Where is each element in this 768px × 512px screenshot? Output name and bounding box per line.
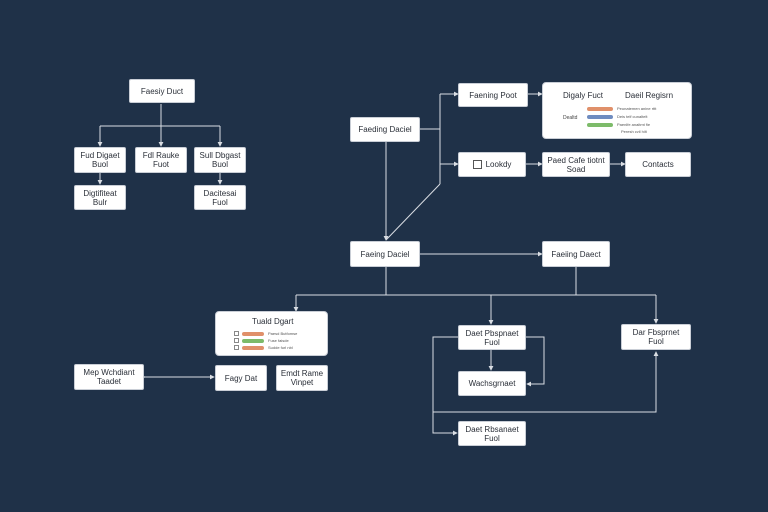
orange-bar	[587, 106, 613, 111]
checkbox-icon	[234, 331, 239, 336]
panel-row-label: Dealtd	[563, 115, 578, 121]
node-label: Emdt Rame	[280, 369, 324, 378]
panel-title-left: Digaly Fuct	[563, 91, 604, 100]
node-label: Fud Digaet	[80, 151, 120, 160]
node-sublabel: Fuol	[484, 433, 500, 443]
node-label: Faening Poot	[469, 90, 517, 100]
folder-icon	[472, 160, 482, 169]
node-bottom-mid-right[interactable]: Emdt Rame Vinpet	[276, 365, 328, 391]
orange-bar	[242, 331, 264, 336]
checkbox-icon	[234, 345, 239, 350]
node-center-left[interactable]: Faeing Daciel	[350, 241, 420, 267]
node-contacts[interactable]: Contacts	[625, 152, 691, 177]
node-sublabel: Fuol	[648, 337, 664, 346]
node-label: Daet Rbsanaet	[465, 424, 519, 434]
node-sublabel: Soad	[566, 164, 586, 174]
node-label: Mep Wchdiant	[83, 368, 135, 377]
row-text: Peunatemen anine rttt	[617, 106, 657, 111]
panel-row: Peresh cvil hilt	[617, 129, 647, 134]
node-left-panel-source[interactable]: Mep Wchdiant Taadet	[74, 364, 144, 390]
panel-row: Paesd Butfomse	[234, 331, 297, 336]
panel-title: Tuald Dgart	[252, 317, 294, 326]
node-label: Faeing Daciel	[360, 249, 410, 259]
node-label: Lookdy	[485, 160, 512, 169]
node-sublabel: Bulr	[92, 197, 108, 207]
node-top-right-b[interactable]: Dacitesai Fuol	[194, 185, 246, 210]
row-text: Peresh cvil hilt	[621, 129, 647, 134]
connector	[385, 183, 441, 241]
node-top-left-a[interactable]: Fud Digaet Buol	[74, 147, 126, 173]
node-label: Fdl Rauke	[142, 151, 180, 160]
node-top-root[interactable]: Faesiy Duct	[129, 79, 195, 103]
row-text: Deis telf cunaltelt	[617, 114, 648, 119]
row-text: Paesd Butfomse	[268, 331, 298, 336]
node-left-mid[interactable]: Faeding Daciel	[350, 117, 420, 142]
checkbox-icon	[234, 338, 239, 343]
panel-row: Deis telf cunaltelt	[587, 114, 647, 119]
node-management[interactable]: Wachsgrnaet	[458, 371, 526, 396]
node-label: Faesiy Duct	[140, 86, 184, 96]
node-dept-c[interactable]: Daet Rbsanaet Fuol	[458, 421, 526, 446]
node-eggs[interactable]: Fagy Dat	[215, 365, 267, 391]
detail-panel-bottom: Tuald Dgart Paesd Butfomse Fuse faisde S…	[215, 311, 328, 356]
node-right-top[interactable]: Faening Poot	[458, 83, 528, 107]
node-paed[interactable]: Paed Cafe tiotnt Soad	[542, 152, 610, 177]
node-label: Fagy Dat	[224, 373, 258, 383]
detail-panel-top: Digaly Fuct Daeil Regisrn Dealtd Peunate…	[542, 82, 692, 139]
panel-row: Sudde furl nbl	[234, 345, 293, 350]
node-dept-a[interactable]: Daet Pbspnaet Fuol	[458, 325, 526, 350]
node-label: Digtifiteat	[83, 188, 117, 198]
node-top-mid-a[interactable]: Fdl Rauke Fuot	[135, 147, 187, 173]
node-label: Dacitesai	[203, 188, 237, 198]
panel-row: Paenlfe anaitmt fie	[587, 122, 650, 127]
node-sublabel: Fuol	[212, 197, 228, 207]
panel-row: Peunatemen anine rttt	[587, 106, 656, 111]
node-sublabel: Buol	[211, 160, 228, 169]
node-sublabel: Fuol	[484, 337, 500, 347]
green-bar	[587, 122, 613, 127]
connector	[526, 336, 545, 387]
node-label: Wachsgrnaet	[468, 379, 516, 388]
green-bar	[242, 338, 264, 343]
node-label: Dar Fbsprnet	[632, 328, 680, 337]
node-sublabel: Taadet	[96, 377, 122, 386]
node-label: Faeding Daciel	[358, 125, 412, 134]
node-label: Paed Cafe tiotnt	[547, 155, 605, 165]
node-label: Contacts	[642, 160, 674, 169]
node-label: Daet Pbspnaet	[465, 328, 519, 338]
row-text: Sudde furl nbl	[268, 345, 293, 350]
panel-row: Fuse faisde	[234, 338, 289, 343]
node-center-right[interactable]: Faeiing Daect	[542, 241, 610, 267]
blue-bar	[587, 114, 613, 119]
node-sublabel: Fuot	[152, 160, 169, 169]
orange-bar	[242, 345, 264, 350]
node-label: Faeiing Daect	[551, 249, 601, 259]
node-dept-b[interactable]: Dar Fbsprnet Fuol	[621, 324, 691, 350]
node-lookly[interactable]: Lookdy	[458, 152, 526, 177]
panel-title-right: Daeil Regisrn	[625, 91, 674, 100]
node-top-left-b[interactable]: Digtifiteat Bulr	[74, 185, 126, 210]
node-sublabel: Buol	[91, 160, 108, 169]
node-sublabel: Vinpet	[290, 378, 314, 387]
row-text: Fuse faisde	[268, 338, 289, 343]
node-top-right-a[interactable]: Sull Dbgast Buol	[194, 147, 246, 173]
node-label: Sull Dbgast	[199, 151, 241, 160]
row-text: Paenlfe anaitmt fie	[617, 122, 651, 127]
connector	[433, 351, 659, 413]
connector	[432, 336, 458, 436]
